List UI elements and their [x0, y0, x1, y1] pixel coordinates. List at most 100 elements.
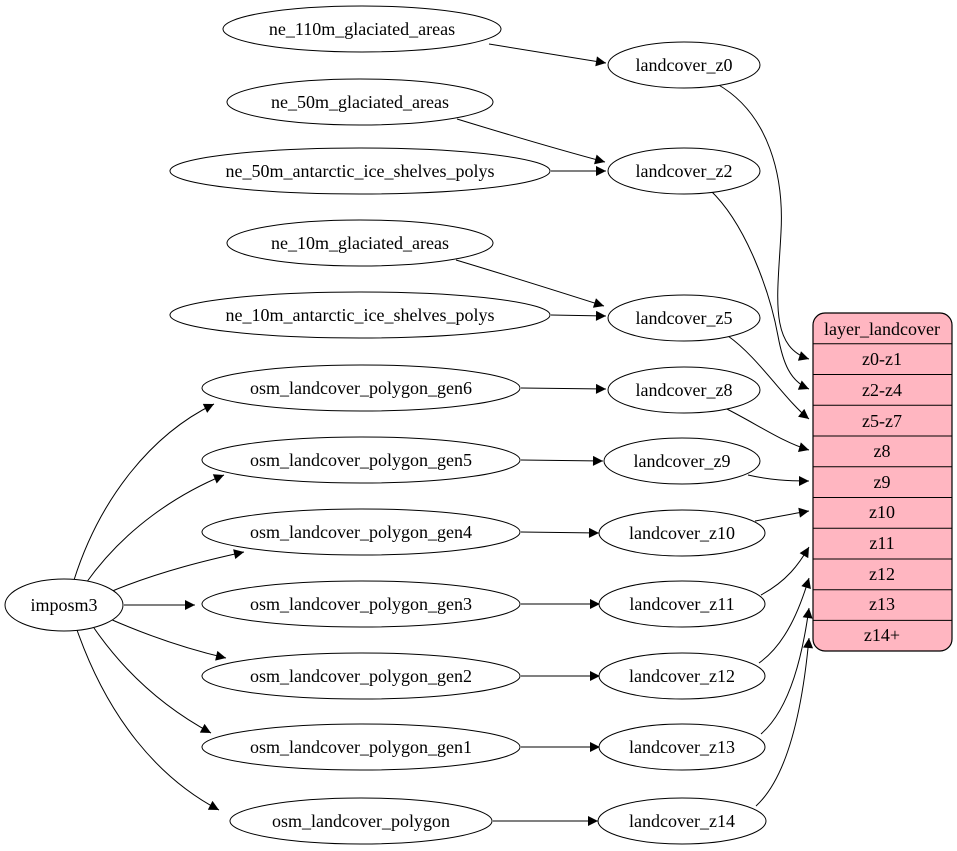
input-label: ne_50m_glaciated_areas — [271, 92, 449, 112]
stage-label: landcover_z11 — [629, 594, 734, 614]
node-landcover_z0: landcover_z0 — [607, 41, 761, 89]
stage-label: landcover_z8 — [636, 380, 733, 400]
input-ellipse — [201, 364, 521, 412]
table-row-z14plus: z14+ — [864, 625, 900, 645]
edge-osm_landcover_polygon_gen6-to-landcover_z8 — [520, 383, 607, 394]
stage-label: landcover_z0 — [636, 55, 733, 75]
node-landcover_z10: landcover_z10 — [598, 509, 766, 557]
node-osm_landcover_polygon: osm_landcover_polygon — [229, 797, 493, 845]
table-row-z5-z7: z5-z7 — [862, 411, 902, 431]
node-ne_110m_glaciated_areas: ne_110m_glaciated_areas — [222, 5, 502, 53]
node-landcover_z2: landcover_z2 — [607, 147, 761, 195]
input-ellipse — [226, 219, 494, 267]
input-label: osm_landcover_polygon — [272, 811, 450, 831]
node-landcover_z12: landcover_z12 — [598, 652, 766, 700]
edge-landcover_z12-to-row-z12 — [758, 577, 811, 664]
node-osm_landcover_polygon_gen6: osm_landcover_polygon_gen6 — [201, 364, 521, 412]
table-row-z10: z10 — [869, 502, 895, 522]
stage-ellipse — [597, 797, 767, 845]
stage-label: landcover_z14 — [629, 811, 735, 831]
table-row-z2-z4: z2-z4 — [862, 380, 902, 400]
node-ne_10m_glaciated_areas: ne_10m_glaciated_areas — [226, 219, 494, 267]
node-osm_landcover_polygon_gen5: osm_landcover_polygon_gen5 — [201, 436, 521, 484]
edge-imposm3-to-osm_landcover_polygon_gen6 — [73, 403, 215, 581]
node-osm_landcover_polygon_gen1: osm_landcover_polygon_gen1 — [201, 723, 521, 771]
input-label: osm_landcover_polygon_gen2 — [250, 666, 472, 686]
stage-ellipse — [607, 41, 761, 89]
stage-label: landcover_z10 — [629, 523, 735, 543]
edge-landcover_z11-to-row-z11 — [760, 546, 810, 596]
stage-ellipse — [607, 366, 761, 414]
table-title: layer_landcover — [824, 319, 940, 339]
stage-ellipse — [607, 147, 761, 195]
node-osm_landcover_polygon_gen3: osm_landcover_polygon_gen3 — [201, 580, 521, 628]
edge-ne_10m_antarctic_ice_shelves_polys-to-landcover_z5 — [550, 310, 607, 321]
input-label: osm_landcover_polygon_gen1 — [250, 737, 472, 757]
imposm3-ellipse — [4, 578, 124, 632]
node-landcover_z5: landcover_z5 — [607, 294, 761, 342]
node-ne_10m_antarctic_ice_shelves_polys: ne_10m_antarctic_ice_shelves_polys — [169, 291, 551, 339]
input-ellipse — [222, 5, 502, 53]
table-row-z13: z13 — [869, 594, 895, 614]
table-row-z9: z9 — [874, 472, 891, 492]
input-ellipse — [201, 652, 521, 700]
node-osm_landcover_polygon_gen4: osm_landcover_polygon_gen4 — [201, 508, 521, 556]
imposm3-label: imposm3 — [30, 595, 97, 615]
table-row-z8: z8 — [874, 441, 891, 461]
input-label: ne_10m_antarctic_ice_shelves_polys — [226, 305, 495, 325]
input-ellipse — [229, 797, 493, 845]
edge-landcover_z8-to-row-z8 — [722, 406, 810, 452]
input-label: osm_landcover_polygon_gen3 — [250, 594, 472, 614]
edge-landcover_z14-to-row-z14plus — [755, 637, 814, 807]
table-row-z11: z11 — [869, 533, 894, 553]
edge-ne_110m_glaciated_areas-to-landcover_z0 — [488, 43, 607, 67]
input-label: ne_110m_glaciated_areas — [269, 19, 455, 39]
edge-landcover_z0-to-row-z0-z1 — [716, 83, 810, 361]
node-landcover_z9: landcover_z9 — [603, 437, 761, 485]
node-landcover_z8: landcover_z8 — [607, 366, 761, 414]
edge-landcover_z9-to-row-z9 — [747, 474, 810, 486]
edge-landcover_z10-to-row-z10 — [754, 507, 810, 522]
stage-ellipse — [598, 509, 766, 557]
edge-landcover_z2-to-row-z2-z4 — [709, 189, 810, 390]
stage-ellipse — [603, 437, 761, 485]
edges-layer — [73, 43, 814, 826]
stage-ellipse — [607, 294, 761, 342]
edge-imposm3-to-osm_landcover_polygon_gen5 — [85, 474, 225, 584]
input-ellipse — [201, 436, 521, 484]
input-ellipse — [169, 291, 551, 339]
edge-imposm3-to-osm_landcover_polygon_gen2 — [109, 618, 227, 661]
input-label: osm_landcover_polygon_gen5 — [250, 450, 472, 470]
input-label: osm_landcover_polygon_gen6 — [250, 378, 472, 398]
stage-label: landcover_z5 — [636, 308, 733, 328]
node-ne_50m_glaciated_areas: ne_50m_glaciated_areas — [226, 78, 494, 126]
table-box — [812, 312, 953, 652]
table-row-z0-z1: z0-z1 — [862, 349, 902, 369]
table-layer_landcover: layer_landcover z0-z1 z2-z4 z5-z7 z8 z9 … — [812, 312, 953, 652]
input-ellipse — [201, 580, 521, 628]
edge-imposm3-to-osm_landcover_polygon_gen4 — [109, 549, 245, 593]
input-ellipse — [201, 508, 521, 556]
input-label: ne_10m_glaciated_areas — [271, 233, 449, 253]
stage-ellipse — [598, 580, 766, 628]
edge-ne_50m_glaciated_areas-to-landcover_z2 — [456, 118, 606, 165]
node-ne_50m_antarctic_ice_shelves_polys: ne_50m_antarctic_ice_shelves_polys — [169, 147, 551, 195]
node-landcover_z14: landcover_z14 — [597, 797, 767, 845]
stage-ellipse — [598, 723, 766, 771]
stage-label: landcover_z9 — [634, 451, 731, 471]
node-landcover_z11: landcover_z11 — [598, 580, 766, 628]
edge-landcover_z5-to-row-z5-z7 — [727, 335, 810, 420]
input-ellipse — [169, 147, 551, 195]
edge-osm_landcover_polygon_gen5-to-landcover_z9 — [520, 455, 604, 466]
input-label: osm_landcover_polygon_gen4 — [250, 522, 472, 542]
node-osm_landcover_polygon_gen2: osm_landcover_polygon_gen2 — [201, 652, 521, 700]
input-ellipse — [201, 723, 521, 771]
stage-label: landcover_z13 — [629, 737, 735, 757]
node-landcover_z13: landcover_z13 — [598, 723, 766, 771]
edge-landcover_z13-to-row-z13 — [760, 607, 813, 735]
table-row-z12: z12 — [869, 564, 895, 584]
edge-imposm3-to-osm_landcover_polygon_gen1 — [93, 627, 212, 734]
edge-imposm3-to-osm_landcover_polygon — [76, 629, 220, 811]
edge-osm_landcover_polygon_gen4-to-landcover_z10 — [520, 527, 600, 538]
